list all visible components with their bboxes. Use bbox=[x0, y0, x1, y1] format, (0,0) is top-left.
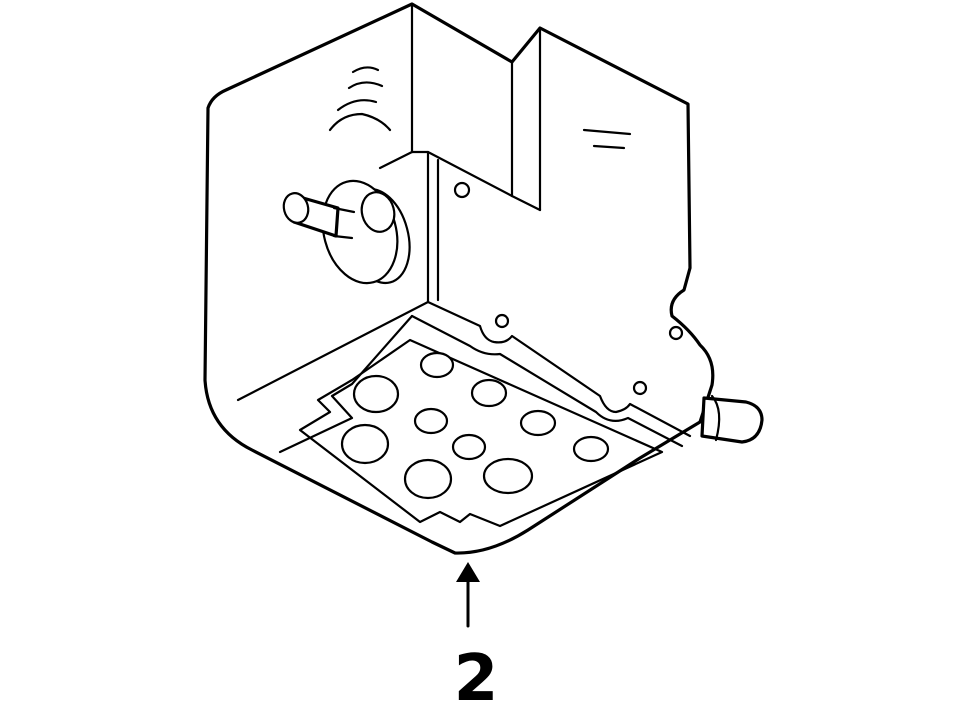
connector-ring bbox=[360, 191, 396, 233]
connector-pin-tip bbox=[282, 192, 310, 224]
valve-pad-outline bbox=[298, 338, 664, 528]
vent-mark-3 bbox=[336, 99, 378, 112]
vent-mark-2 bbox=[347, 81, 384, 90]
module-body-outline bbox=[203, 2, 715, 555]
valve-port-8 bbox=[572, 435, 610, 463]
valve-port-7 bbox=[451, 433, 487, 461]
valve-port-2 bbox=[352, 374, 400, 414]
right-mark-1 bbox=[582, 128, 632, 136]
bottom-rail-2 bbox=[410, 314, 684, 448]
bottom-top-edge bbox=[236, 300, 430, 402]
bracket-hole bbox=[453, 181, 471, 199]
valve-port-3 bbox=[470, 378, 508, 408]
right-mark-2 bbox=[592, 144, 626, 150]
valve-port-1 bbox=[419, 351, 455, 379]
valve-port-10 bbox=[482, 457, 534, 495]
connector-neck bbox=[332, 206, 356, 240]
bottom-rail-3 bbox=[278, 314, 414, 454]
side-connector bbox=[700, 396, 764, 444]
valve-port-9 bbox=[403, 458, 453, 500]
valve-port-6 bbox=[340, 423, 390, 465]
recess-slope bbox=[378, 150, 414, 170]
side-connector-ring bbox=[710, 394, 721, 442]
rail-hole-1 bbox=[494, 313, 510, 329]
callout-arrowhead bbox=[456, 562, 480, 582]
valve-port-5 bbox=[519, 409, 557, 437]
bottom-rail-1 bbox=[426, 300, 692, 438]
vent-mark-1 bbox=[351, 66, 380, 74]
rail-hole-2 bbox=[632, 380, 648, 396]
vent-mark-4 bbox=[328, 112, 392, 132]
valve-port-4 bbox=[413, 407, 449, 435]
right-face-hole bbox=[668, 325, 684, 341]
callout-number: 2 bbox=[454, 642, 499, 709]
